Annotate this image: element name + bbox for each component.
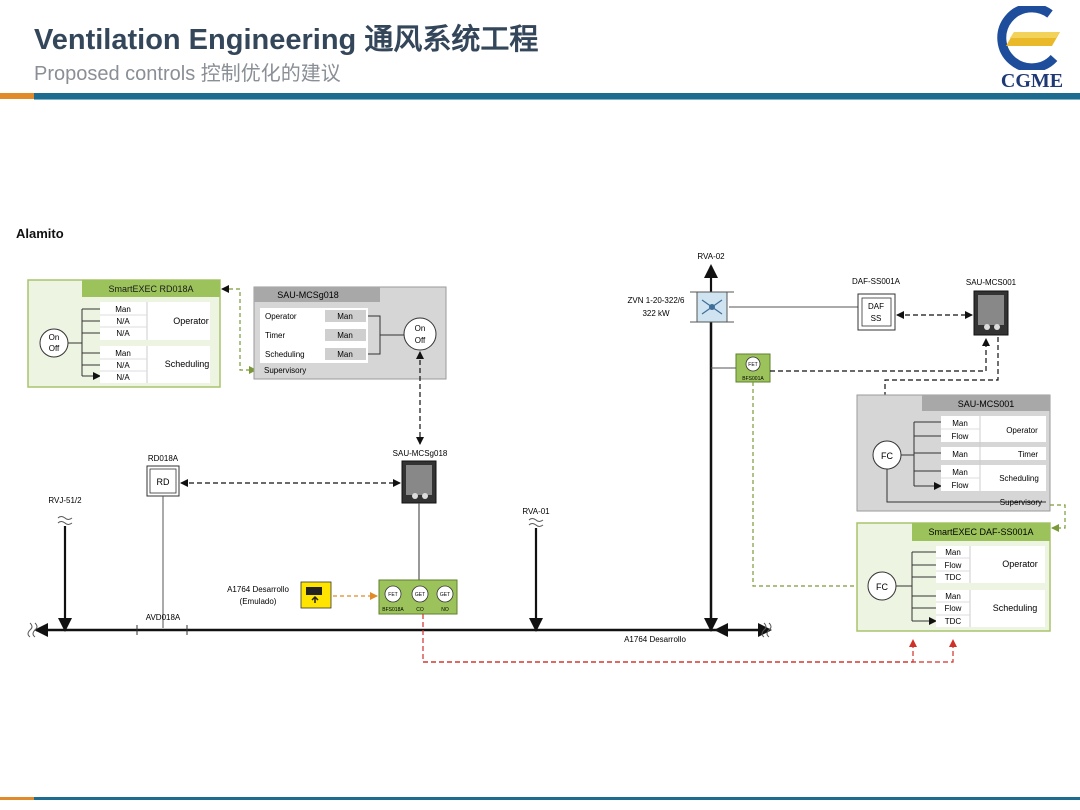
a1764-label-2: (Emulado) [240, 597, 277, 606]
sau-mcs001-title: SAU-MCS001 [958, 399, 1015, 409]
fan-zvn [690, 291, 734, 323]
sau-mcsg018-title: SAU-MCSg018 [277, 290, 339, 300]
mcs001-supervisory: Supervisory [1000, 498, 1042, 507]
rd018a-switch-off: Off [49, 344, 60, 353]
sau-mcsg018-row-1-label: Operator [265, 312, 297, 321]
smartexec-daf-panel: SmartEXEC DAF-SS001A FC Man Flow TDC Ope… [856, 522, 1051, 632]
logo-text: CGME [1000, 70, 1064, 92]
link-rd018a-supervisory [221, 285, 257, 374]
footer-accent-orange [0, 797, 34, 800]
sau-mcsg018-panel: SAU-MCSg018 Operator Man Timer Man Sched… [253, 286, 447, 380]
rvj-label: RVJ-51/2 [48, 496, 82, 505]
cgme-logo: CGME [992, 3, 1072, 94]
bfs001a-label: BFS001A [742, 376, 764, 382]
controller-mcs001 [973, 290, 1009, 336]
daf-op-mode-1: Man [945, 548, 961, 557]
link-bfs-daf [752, 382, 867, 590]
sau-mcs001-fc: FC [881, 451, 893, 461]
sau-mcsg018-row-2-label: Timer [265, 331, 285, 340]
sensor-box: FET GET GET BFS018A CO NO [378, 579, 458, 615]
mcs001-sch-mode-1: Man [952, 468, 968, 477]
sensor-1-top: FET [388, 592, 397, 598]
mcs001-timer-label: Timer [1018, 450, 1038, 459]
zvn-label-2: 322 kW [642, 309, 670, 318]
rd018a-switch-on: On [49, 333, 60, 342]
link-bfs-controller [770, 338, 990, 372]
rd018a-label: RD018A [148, 454, 179, 463]
rd018a-operator-label: Operator [173, 316, 209, 326]
rd018a-scheduling-label: Scheduling [165, 359, 210, 369]
header-accent-orange [0, 93, 34, 99]
daf-operator-label: Operator [1002, 559, 1038, 569]
daf-sch-mode-1: Man [945, 592, 961, 601]
sau-mcsg018-row-3-value: Man [337, 350, 353, 359]
mcs001-sch-mode-2: Flow [952, 481, 969, 490]
daf-op-mode-3: TDC [945, 573, 962, 582]
daf-box-line2: SS [871, 314, 882, 323]
a1764-drift-label: A1764 Desarrollo [624, 635, 686, 644]
rd018a-op-mode-3: N/A [116, 329, 130, 338]
daf-sch-mode-2: Flow [945, 604, 962, 613]
controller-mcsg018-label: SAU-MCSg018 [393, 449, 448, 458]
sau-mcsg018-supervisory: Supervisory [264, 366, 306, 375]
rd-box-label: RD [157, 477, 170, 487]
section-label: Alamito [16, 226, 64, 241]
daf-box-line1: DAF [868, 302, 884, 311]
zvn-label-1: ZVN 1-20-322/6 [628, 296, 685, 305]
mcs001-scheduling-label: Scheduling [999, 474, 1039, 483]
daf-op-mode-2: Flow [945, 561, 962, 570]
smartexec-daf-fc: FC [876, 582, 888, 592]
sau-mcsg018-row-2-value: Man [337, 331, 353, 340]
rva01-label: RVA-01 [522, 507, 550, 516]
sensor-3-bottom: NO [441, 607, 449, 613]
sau-mcsg018-switch-on: On [415, 324, 426, 333]
page-title: Ventilation Engineering 通风系统工程 [34, 24, 539, 56]
rd018a-sch-mode-2: N/A [116, 361, 130, 370]
rd-box [146, 465, 180, 497]
rva01-break-icon [528, 518, 544, 527]
mcs001-op-mode-2: Flow [952, 432, 969, 441]
rd018a-op-mode-1: Man [115, 305, 131, 314]
sau-mcsg018-row-3-label: Scheduling [265, 350, 305, 359]
rva02-label: RVA-02 [697, 252, 725, 261]
daf-label: DAF-SS001A [852, 277, 901, 286]
sau-mcsg018-switch-off: Off [415, 336, 426, 345]
sensor-2-top: GET [415, 592, 425, 598]
daf-sch-mode-3: TDC [945, 617, 962, 626]
sau-mcsg018-row-1-value: Man [337, 312, 353, 321]
mcs001-timer-mode: Man [952, 450, 968, 459]
a1764-label-1: A1764 Desarrollo [227, 585, 289, 594]
rd018a-sch-mode-1: Man [115, 349, 131, 358]
drift-break-left-icon [27, 622, 38, 638]
footer-accent-blue [34, 797, 1080, 800]
smartexec-rd018a-title: SmartEXEC RD018A [108, 284, 193, 294]
logo-icon [997, 3, 1060, 73]
daf-scheduling-label: Scheduling [993, 603, 1038, 613]
header-accent-line [34, 99, 1080, 100]
mcs001-op-mode-1: Man [952, 419, 968, 428]
controller-mcs001-label: SAU-MCS001 [966, 278, 1017, 287]
mcs001-operator-label: Operator [1006, 426, 1038, 435]
avd018a-label: AVD018A [146, 613, 181, 622]
drift-break-right-icon [761, 622, 772, 638]
sensor-1-bottom: BFS018A [382, 607, 404, 613]
daf-box [857, 293, 896, 331]
controller-mcsg018 [401, 460, 437, 504]
rd018a-op-mode-2: N/A [116, 317, 130, 326]
rvj-break-icon [57, 516, 73, 525]
sensor-3-top: GET [440, 592, 450, 598]
smartexec-daf-title: SmartEXEC DAF-SS001A [928, 527, 1033, 537]
header-accent-blue [34, 93, 1080, 99]
sau-mcs001-panel: SAU-MCS001 FC Man Flow Operator Man Time… [856, 394, 1051, 512]
link-mcs001-supervisory [1050, 504, 1066, 532]
rd018a-sch-mode-3: N/A [116, 373, 130, 382]
page-subtitle: Proposed controls 控制优化的建议 [34, 63, 341, 85]
bfs001a-fet: FET [748, 362, 757, 368]
smartexec-rd018a-panel: SmartEXEC RD018A On Off Man N/A N/A Oper… [27, 279, 221, 388]
sensor-2-bottom: CO [416, 607, 424, 613]
